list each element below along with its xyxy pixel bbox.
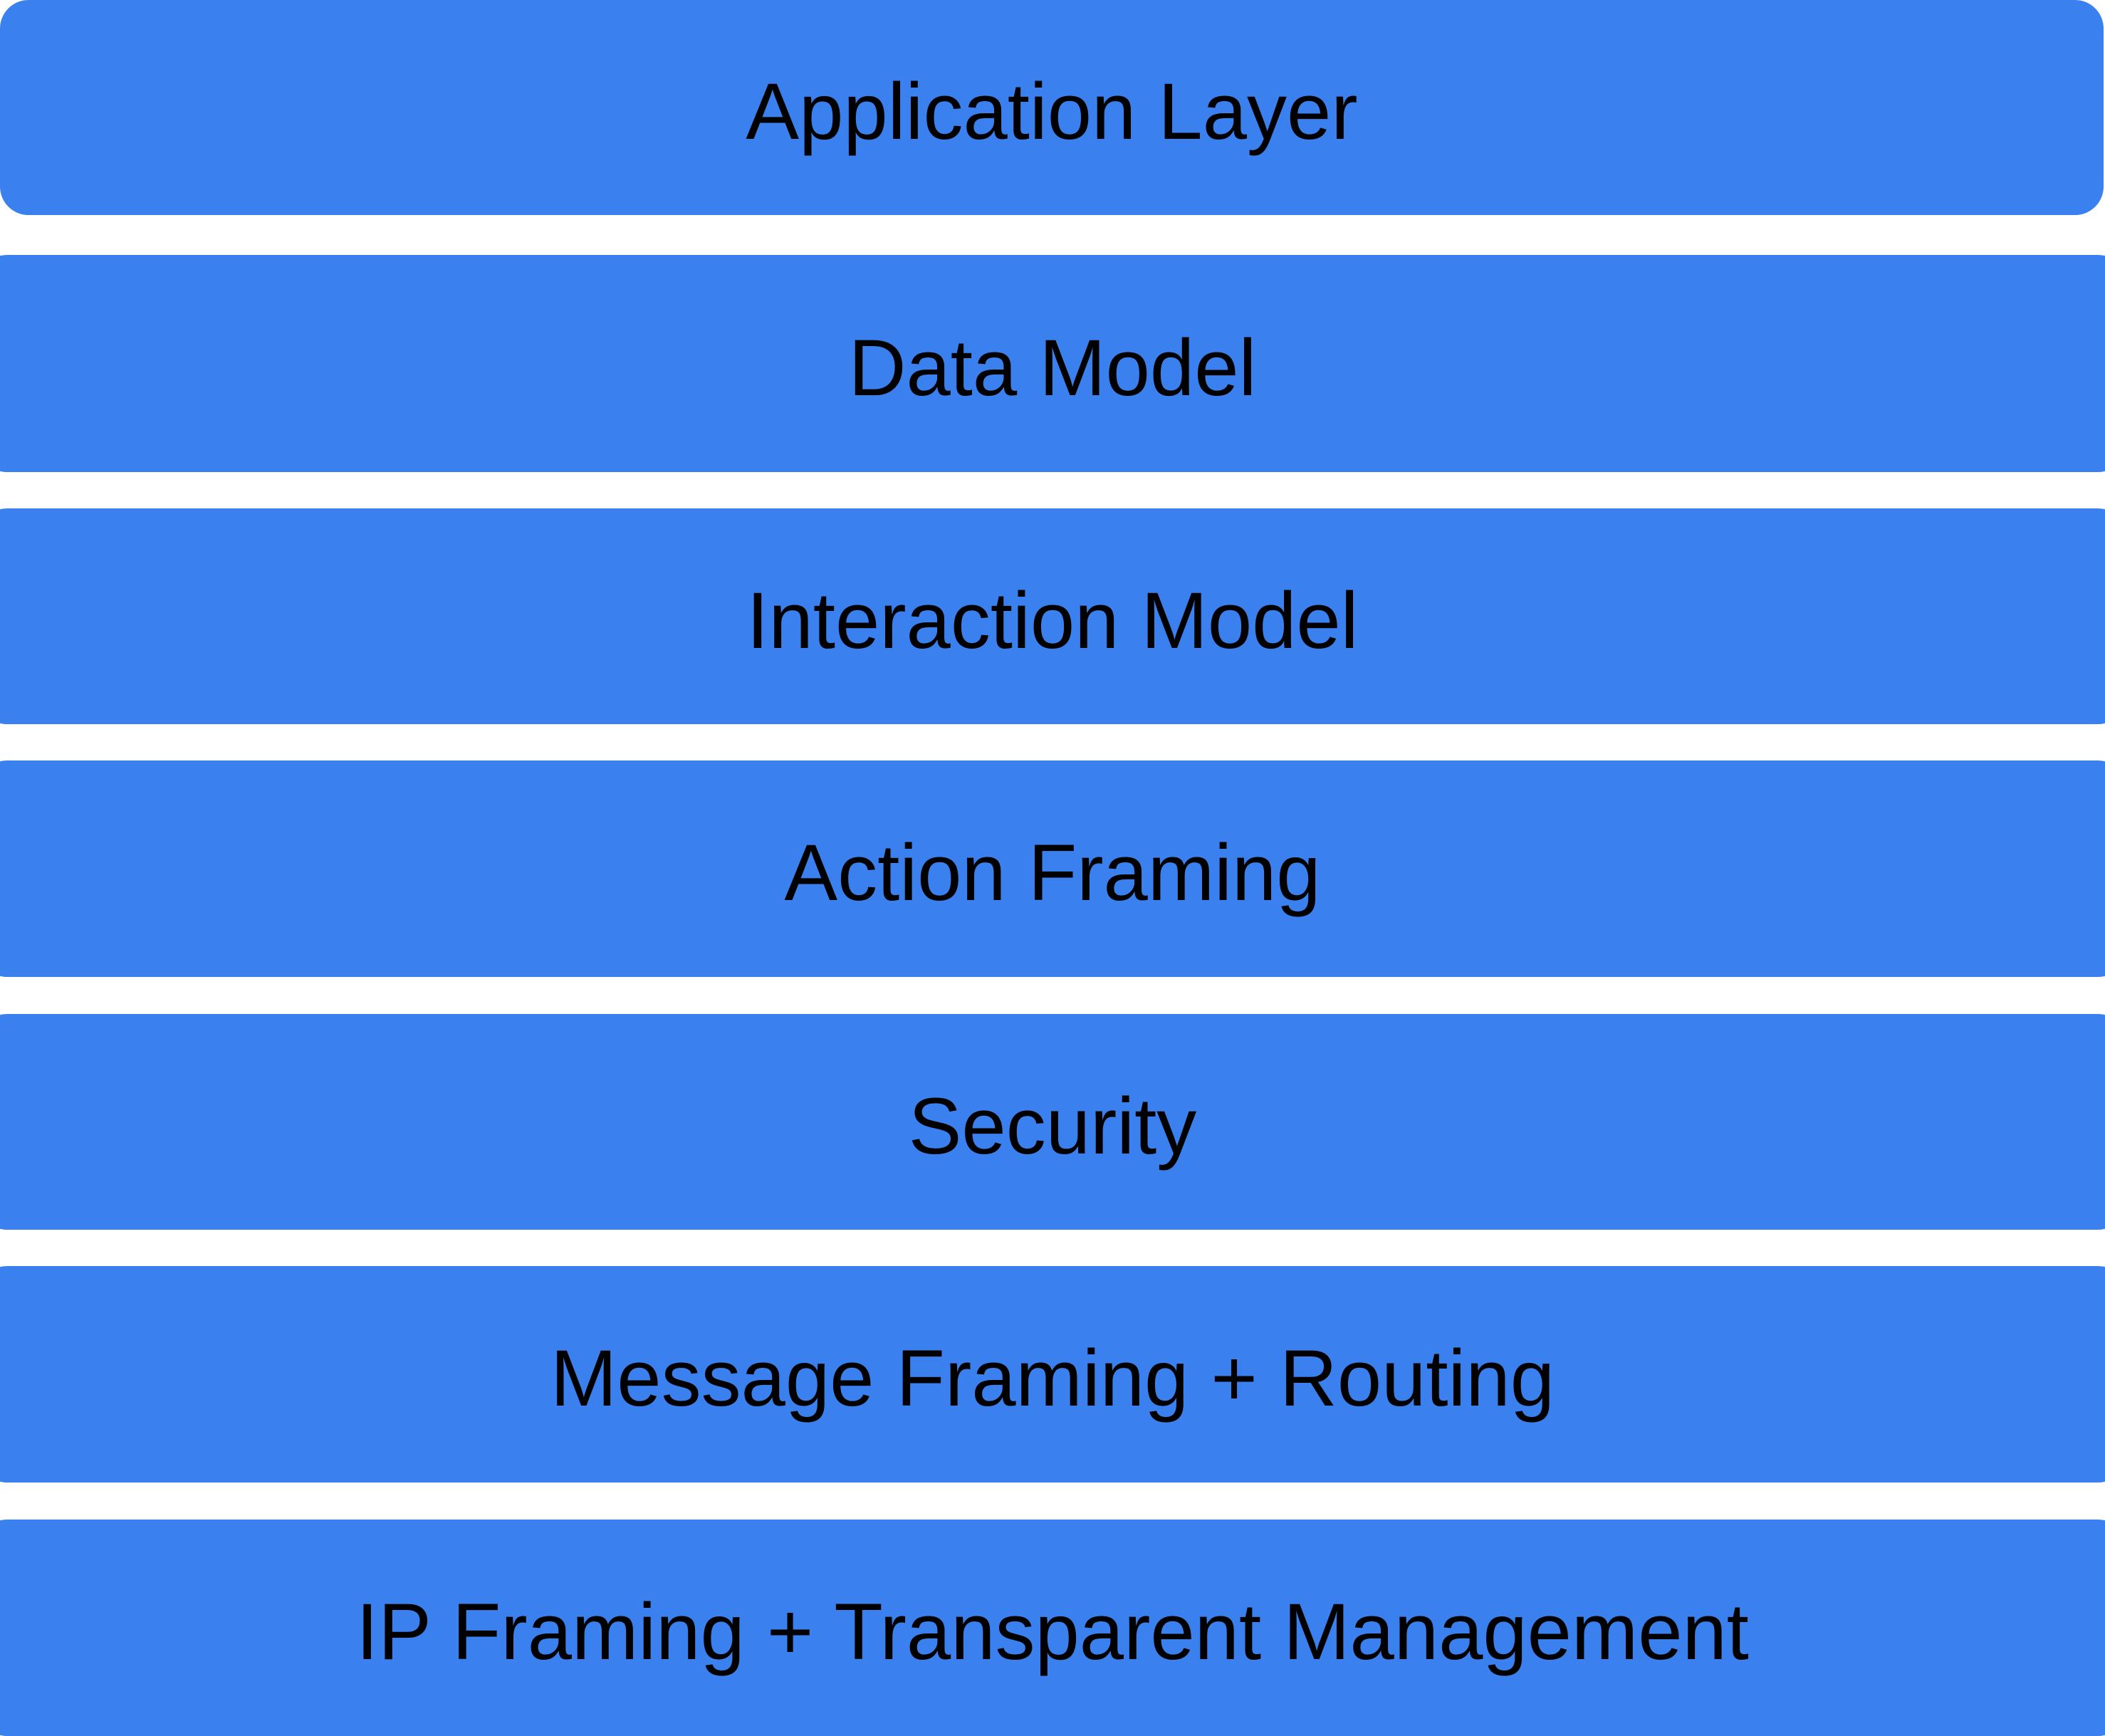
layer-bar-action-framing[interactable]: Action Framing [0,760,2105,977]
layer-label: Data Model [848,323,1257,412]
layer-bar-data-model[interactable]: Data Model [0,255,2105,472]
layer-label: IP Framing + Transparent Management [356,1587,1749,1676]
layer-bar-application-layer[interactable]: Application Layer [0,0,2104,215]
layer-label: Application Layer [746,67,1358,156]
layer-label: Message Framing + Routing [550,1334,1555,1423]
layer-bar-interaction-model[interactable]: Interaction Model [0,508,2105,724]
layer-label: Interaction Model [746,575,1359,665]
layer-label: Action Framing [784,828,1321,917]
layer-bar-message-framing-routing[interactable]: Message Framing + Routing [0,1266,2105,1483]
layer-label: Security [908,1081,1197,1171]
layer-bar-security[interactable]: Security [0,1014,2105,1230]
layer-bar-ip-framing-transparent-management[interactable]: IP Framing + Transparent Management [0,1520,2105,1736]
